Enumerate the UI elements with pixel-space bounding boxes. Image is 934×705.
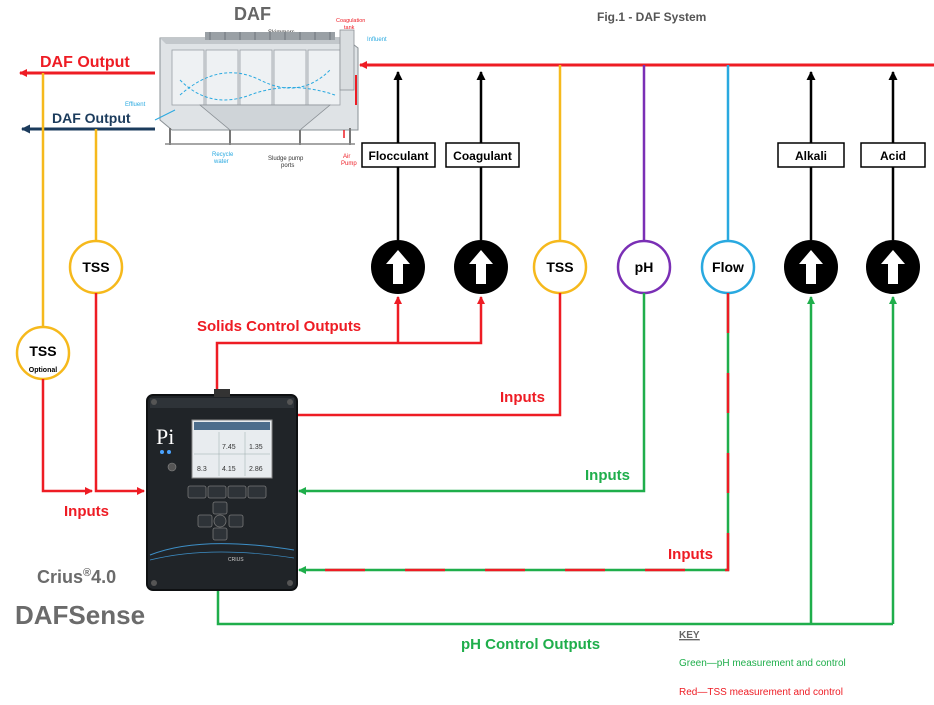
figure-title: Fig.1 - DAF System (597, 10, 706, 24)
key-red: Red—TSS measurement and control (679, 687, 843, 698)
recycle-water-label-1: Recycle (212, 152, 234, 158)
flow-input-line-green (298, 293, 730, 574)
acid-box: Acid (860, 142, 926, 168)
crius-badge: CRIUS (228, 557, 244, 563)
flocculant-box: Flocculant (361, 142, 436, 168)
daf-tank-illustration: DAF Skimmers (125, 4, 387, 169)
up-arrow-icon (386, 250, 410, 284)
ph-control-output-line (216, 590, 893, 626)
sludge-pump-label-2: ports (281, 163, 294, 169)
up-arrow-icon (469, 250, 493, 284)
tss-optional-label: TSS (29, 343, 56, 359)
pump-alkali (784, 240, 838, 294)
inputs-ph-label: Inputs (585, 467, 630, 484)
daf-heading: DAF (234, 4, 271, 24)
screen-value-3: 8.3 (197, 466, 207, 473)
influent-label: Influent (367, 37, 387, 43)
pi-logo: Pi (156, 424, 174, 449)
daf-output-blue-label: DAF Output (52, 110, 131, 126)
sensor-tss-right: TSS (532, 239, 588, 295)
effluent-label: Effluent (125, 102, 146, 108)
sensor-tss-optional: TSS Optional (15, 325, 71, 381)
model-name: Crius®4.0 (37, 567, 116, 587)
sensor-ph: pH (616, 239, 672, 295)
tss-left-label: TSS (82, 259, 109, 275)
pump-flocculant (371, 240, 425, 294)
crius-controller: Pi 7.45 1.35 8.3 4.15 2.86 (146, 389, 298, 591)
daf-output-red-label: DAF Output (40, 54, 130, 71)
inputs-tss-label: Inputs (500, 389, 545, 406)
navigation-pad (197, 501, 244, 541)
sludge-pump-label-1: Sludge pump (268, 156, 304, 162)
ph-control-outputs-label: pH Control Outputs (461, 636, 600, 653)
coagulation-tank-label-2: tank (344, 25, 355, 31)
product-name: DAFSense (15, 600, 145, 630)
sensor-flow: Flow (700, 239, 756, 295)
tss-left-input-line (94, 293, 145, 495)
air-pump-label-1: Air (343, 154, 350, 160)
pump-acid (866, 240, 920, 294)
screen-value-1: 7.45 (222, 444, 236, 451)
tss-input-line (289, 293, 562, 419)
coagulation-tank-label-1: Coagulation (336, 18, 365, 24)
pump-coagulant (454, 240, 508, 294)
acid-label: Acid (880, 149, 906, 163)
air-pump-label-2: Pump (341, 161, 357, 167)
screen-value-4: 4.15 (222, 466, 236, 473)
alkali-box: Alkali (777, 142, 845, 168)
up-arrow-icon (799, 250, 823, 284)
optional-label: Optional (29, 367, 57, 374)
solids-control-outputs-label: Solids Control Outputs (197, 318, 361, 335)
solids-control-output-line (215, 341, 398, 393)
key-green: Green—pH measurement and control (679, 658, 846, 669)
coagulant-box: Coagulant (445, 142, 520, 168)
screen-value-5: 2.86 (249, 466, 263, 473)
ph-input-line (298, 293, 646, 495)
inputs-flow-label: Inputs (668, 546, 713, 563)
key-heading: KEY (679, 630, 700, 641)
screen-value-2: 1.35 (249, 444, 263, 451)
tss-right-label: TSS (546, 259, 573, 275)
sensor-tss-left: TSS (68, 239, 124, 295)
recycle-water-label-2: water (213, 159, 229, 165)
alkali-label: Alkali (795, 149, 827, 163)
ph-label: pH (635, 259, 654, 275)
flocculant-label: Flocculant (368, 149, 428, 163)
tss-optional-input-line (41, 379, 93, 495)
inputs-left-label: Inputs (64, 503, 109, 520)
coagulant-label: Coagulant (453, 149, 512, 163)
up-arrow-icon (881, 250, 905, 284)
flow-label: Flow (712, 259, 744, 275)
legend-key: KEY Green—pH measurement and control Red… (679, 630, 846, 698)
